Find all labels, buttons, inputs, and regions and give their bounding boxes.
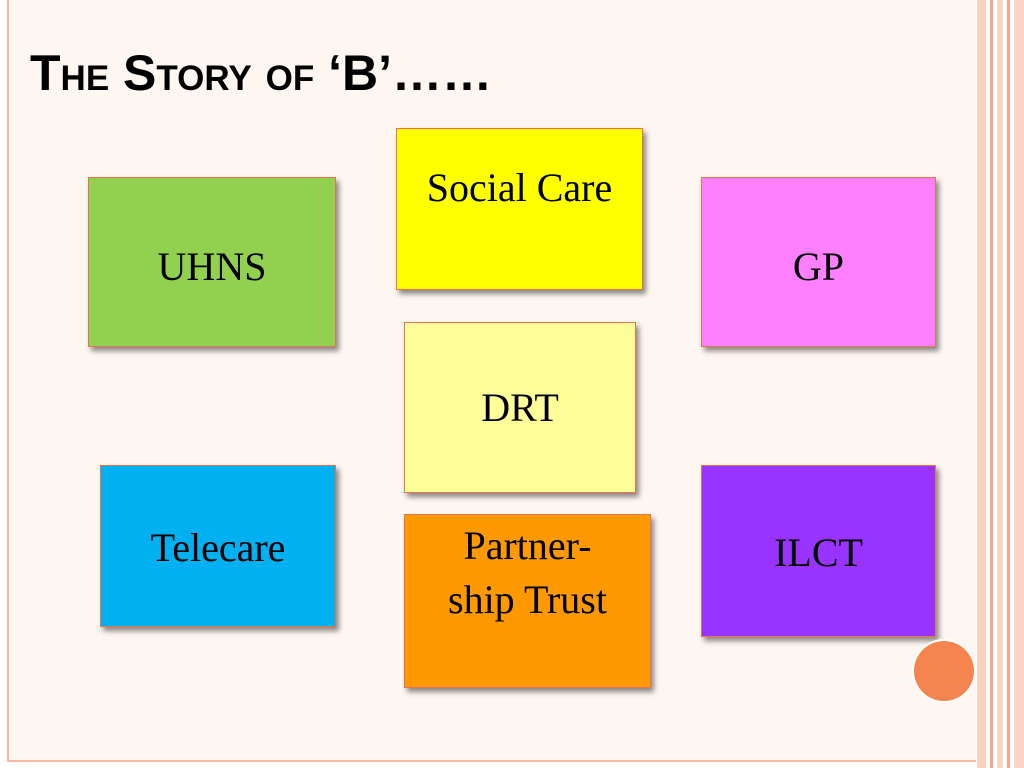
- ilct-label: ILCT: [774, 530, 863, 575]
- border-stripe: [1014, 0, 1024, 768]
- uhns-label: UHNS: [157, 244, 267, 289]
- social-care-label: Social Care: [426, 165, 613, 210]
- drt-box: DRT: [404, 322, 636, 493]
- uhns-box: UHNS: [88, 177, 336, 347]
- partnership-trust-label: Partner-ship Trust: [448, 523, 607, 622]
- drt-label: DRT: [481, 385, 559, 430]
- border-stripe: [977, 0, 986, 768]
- gp-label: GP: [792, 244, 845, 289]
- social-care-box: Social Care: [396, 128, 643, 290]
- telecare-label: Telecare: [150, 525, 286, 570]
- accent-circle: [914, 641, 974, 701]
- partnership-trust-box: Partner-ship Trust: [404, 514, 651, 688]
- border-stripe: [1007, 0, 1010, 768]
- ilct-box: ILCT: [701, 465, 936, 637]
- gp-box: GP: [701, 177, 936, 347]
- border-stripe: [990, 0, 993, 768]
- telecare-box: Telecare: [100, 465, 336, 627]
- slide-title: The Story of ‘B’……: [30, 45, 492, 101]
- border-stripe: [997, 0, 1003, 768]
